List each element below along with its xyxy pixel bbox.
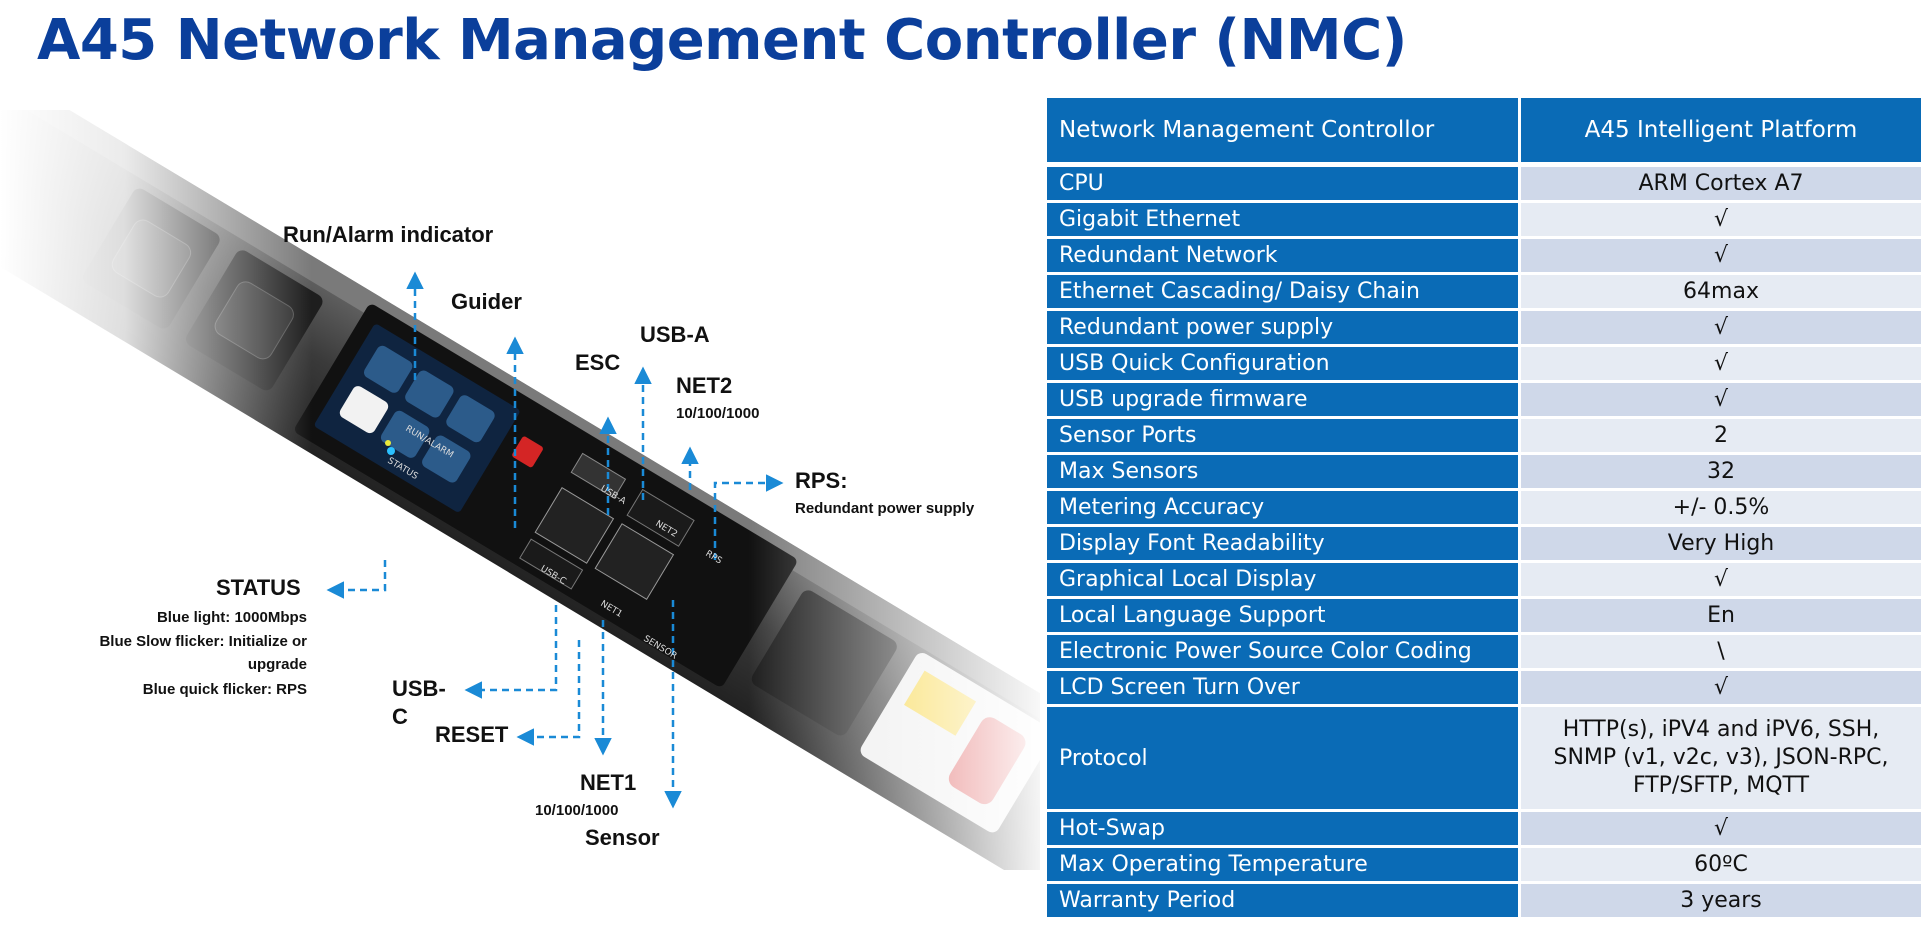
row-value: √ bbox=[1521, 563, 1921, 599]
row-label: Max Operating Temperature bbox=[1047, 848, 1521, 884]
net1-speed-label: 10/100/1000 bbox=[535, 802, 619, 819]
row-value: √ bbox=[1521, 383, 1921, 419]
row-value: √ bbox=[1521, 812, 1921, 848]
row-label: Warranty Period bbox=[1047, 884, 1521, 920]
row-value: √ bbox=[1521, 671, 1921, 707]
row-value: 32 bbox=[1521, 455, 1921, 491]
spec-table-header: Network Management Controllor A45 Intell… bbox=[1047, 98, 1921, 167]
row-value: √ bbox=[1521, 239, 1921, 275]
table-row: Redundant Network√ bbox=[1047, 239, 1921, 275]
rps-label: RPS: bbox=[795, 468, 848, 493]
status-line-2: Blue Slow flicker: Initialize or bbox=[99, 633, 307, 650]
pdu-device-illustration: STATUS RUN/ALARM USB-C USB-A NET1 NET2 S… bbox=[0, 110, 1040, 870]
row-label: Redundant Network bbox=[1047, 239, 1521, 275]
row-label: USB upgrade firmware bbox=[1047, 383, 1521, 419]
row-label: Local Language Support bbox=[1047, 599, 1521, 635]
table-row: Redundant power supply√ bbox=[1047, 311, 1921, 347]
guider-label: Guider bbox=[451, 289, 522, 314]
net2-speed-label: 10/100/1000 bbox=[676, 405, 760, 422]
row-label: Sensor Ports bbox=[1047, 419, 1521, 455]
callout-arrows bbox=[326, 271, 784, 809]
row-label: Graphical Local Display bbox=[1047, 563, 1521, 599]
usb-c-label: USB-C bbox=[392, 676, 446, 729]
reset-label: RESET bbox=[435, 722, 509, 747]
row-label: CPU bbox=[1047, 167, 1521, 203]
sensor-label: Sensor bbox=[585, 825, 660, 850]
row-label: Display Font Readability bbox=[1047, 527, 1521, 563]
row-label: Redundant power supply bbox=[1047, 311, 1521, 347]
table-row: LCD Screen Turn Over√ bbox=[1047, 671, 1921, 707]
row-value: √ bbox=[1521, 203, 1921, 239]
status-label: STATUS bbox=[216, 575, 301, 600]
row-value: \ bbox=[1521, 635, 1921, 671]
row-value: Very High bbox=[1521, 527, 1921, 563]
row-value: En bbox=[1521, 599, 1921, 635]
usb-a-label: USB-A bbox=[640, 322, 710, 347]
row-value: 60ºC bbox=[1521, 848, 1921, 884]
row-value: 3 years bbox=[1521, 884, 1921, 920]
row-label: USB Quick Configuration bbox=[1047, 347, 1521, 383]
row-value: √ bbox=[1521, 311, 1921, 347]
spec-table: Network Management Controllor A45 Intell… bbox=[1047, 98, 1921, 920]
header-platform: A45 Intelligent Platform bbox=[1521, 98, 1921, 167]
row-value: HTTP(s), iPV4 and iPV6, SSH, SNMP (v1, v… bbox=[1521, 707, 1921, 812]
run-alarm-indicator-label: Run/Alarm indicator bbox=[283, 222, 494, 247]
row-label: Metering Accuracy bbox=[1047, 491, 1521, 527]
row-label: Protocol bbox=[1047, 707, 1521, 812]
table-row: Metering Accuracy+/- 0.5% bbox=[1047, 491, 1921, 527]
net2-label: NET2 bbox=[676, 373, 733, 398]
row-value: √ bbox=[1521, 347, 1921, 383]
esc-label: ESC bbox=[575, 350, 621, 375]
row-label: Ethernet Cascading/ Daisy Chain bbox=[1047, 275, 1521, 311]
row-value: 2 bbox=[1521, 419, 1921, 455]
table-row: Hot-Swap√ bbox=[1047, 812, 1921, 848]
page-title: A45 Network Management Controller (NMC) bbox=[37, 8, 1407, 73]
table-row: USB Quick Configuration√ bbox=[1047, 347, 1921, 383]
row-value: +/- 0.5% bbox=[1521, 491, 1921, 527]
row-value: 64max bbox=[1521, 275, 1921, 311]
net1-label: NET1 bbox=[580, 770, 637, 795]
row-label: LCD Screen Turn Over bbox=[1047, 671, 1521, 707]
table-row: Electronic Power Source Color Coding\ bbox=[1047, 635, 1921, 671]
header-controller: Network Management Controllor bbox=[1047, 98, 1521, 167]
row-label: Electronic Power Source Color Coding bbox=[1047, 635, 1521, 671]
status-line-3: upgrade bbox=[247, 656, 307, 673]
rps-description: Redundant power supply bbox=[795, 500, 975, 517]
status-line-1: Blue light: 1000Mbps bbox=[156, 609, 307, 626]
row-label: Hot-Swap bbox=[1047, 812, 1521, 848]
row-value: ARM Cortex A7 bbox=[1521, 167, 1921, 203]
row-label: Gigabit Ethernet bbox=[1047, 203, 1521, 239]
table-row: Gigabit Ethernet√ bbox=[1047, 203, 1921, 239]
table-row: USB upgrade firmware√ bbox=[1047, 383, 1921, 419]
row-label: Max Sensors bbox=[1047, 455, 1521, 491]
table-row: Graphical Local Display√ bbox=[1047, 563, 1921, 599]
status-line-4: Blue quick flicker: RPS bbox=[142, 681, 307, 698]
